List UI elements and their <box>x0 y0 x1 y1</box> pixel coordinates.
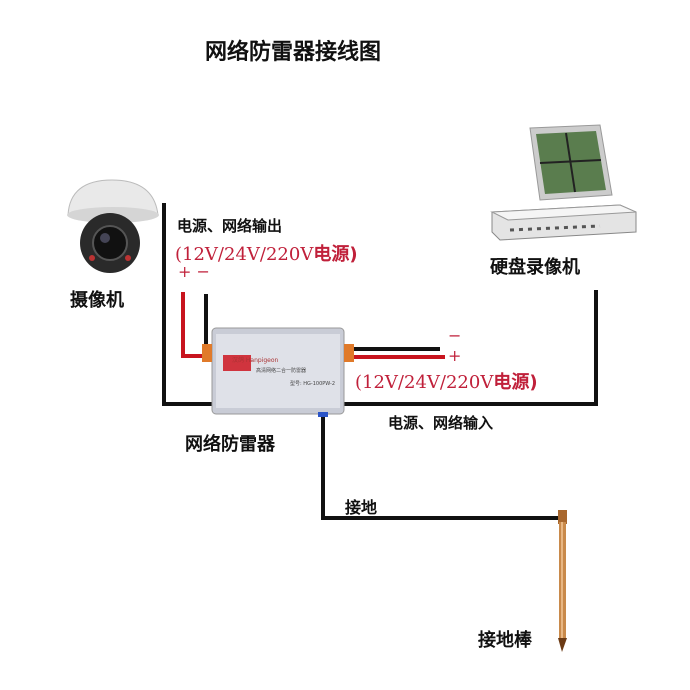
camera-network-wire <box>162 203 598 406</box>
device-model: 型号: HG-100PW-2 <box>290 381 335 387</box>
input-power-spec: (12V/24V/220V电源) <box>355 372 538 393</box>
camera-label: 摄像机 <box>70 290 124 311</box>
dome-camera-icon <box>67 179 159 273</box>
dvr-label: 硬盘录像机 <box>490 257 580 278</box>
input-plus: + <box>448 346 462 365</box>
output-label: 电源、网络输出 <box>177 217 283 235</box>
page-title: 网络防雷器接线图 <box>205 40 382 65</box>
device-description: 高清网络二合一防雷器 <box>256 368 307 374</box>
ground-rod-label: 接地棒 <box>478 630 532 651</box>
dvr-monitor-icon <box>490 124 637 241</box>
output-polarity: + − <box>178 262 210 281</box>
output-power-spec: (12V/24V/220V电源) <box>175 244 358 265</box>
input-label: 电源、网络输入 <box>388 414 494 432</box>
ground-rod-icon <box>558 510 567 652</box>
input-minus: − <box>448 326 462 345</box>
device-label: 网络防雷器 <box>185 434 275 455</box>
ground-label: 接地 <box>345 498 378 517</box>
device-brand: 汉鸽 Hanpigeon <box>232 357 279 364</box>
ground-wire <box>321 412 562 520</box>
surge-protector-device <box>202 327 354 417</box>
